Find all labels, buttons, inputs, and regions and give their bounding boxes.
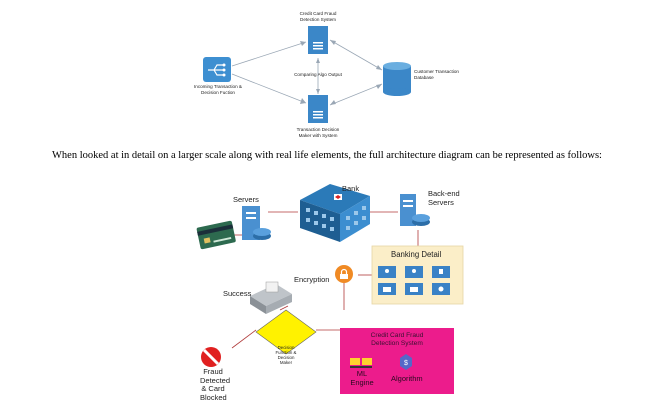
success-terminal-icon bbox=[250, 281, 292, 314]
backend-servers-icon bbox=[400, 194, 430, 226]
encryption-lock-icon bbox=[335, 265, 353, 283]
bank-building-icon bbox=[300, 184, 370, 242]
fraud-system-box: $ bbox=[340, 328, 454, 394]
ml-engine-icon bbox=[350, 358, 372, 368]
top-arrowheads bbox=[300, 40, 382, 105]
incoming-transaction-icon bbox=[203, 57, 231, 82]
bank-label: Bank bbox=[342, 184, 360, 193]
success-label: Success bbox=[223, 289, 252, 298]
top-connectors bbox=[231, 39, 383, 106]
compare-label: Comparing Algo Output bbox=[294, 72, 342, 77]
customer-database-icon bbox=[383, 62, 411, 96]
svg-text:$: $ bbox=[404, 360, 408, 367]
banking-detail-panel bbox=[371, 245, 464, 305]
top-diagram bbox=[203, 26, 411, 123]
algorithm-label: Algorithm bbox=[391, 374, 423, 383]
banking-detail-label: Banking Detail bbox=[391, 250, 442, 259]
bottom-connectors bbox=[231, 211, 419, 349]
bottom-diagram: $ bbox=[196, 184, 464, 394]
decision-server-icon bbox=[308, 95, 328, 123]
credit-card-icon bbox=[196, 220, 236, 250]
fraud-blocked-icon bbox=[201, 347, 221, 367]
decision-diamond bbox=[255, 309, 317, 355]
fraud-server-icon bbox=[308, 26, 328, 54]
servers-label: Servers bbox=[233, 195, 259, 204]
incoming-label: Incoming Transaction &Decision Fuction bbox=[193, 84, 242, 95]
encryption-label: Encryption bbox=[294, 275, 330, 284]
caption-text: When looked at in detail on a larger sca… bbox=[52, 150, 602, 161]
algorithm-icon: $ bbox=[400, 354, 412, 370]
servers-icon bbox=[242, 206, 271, 240]
